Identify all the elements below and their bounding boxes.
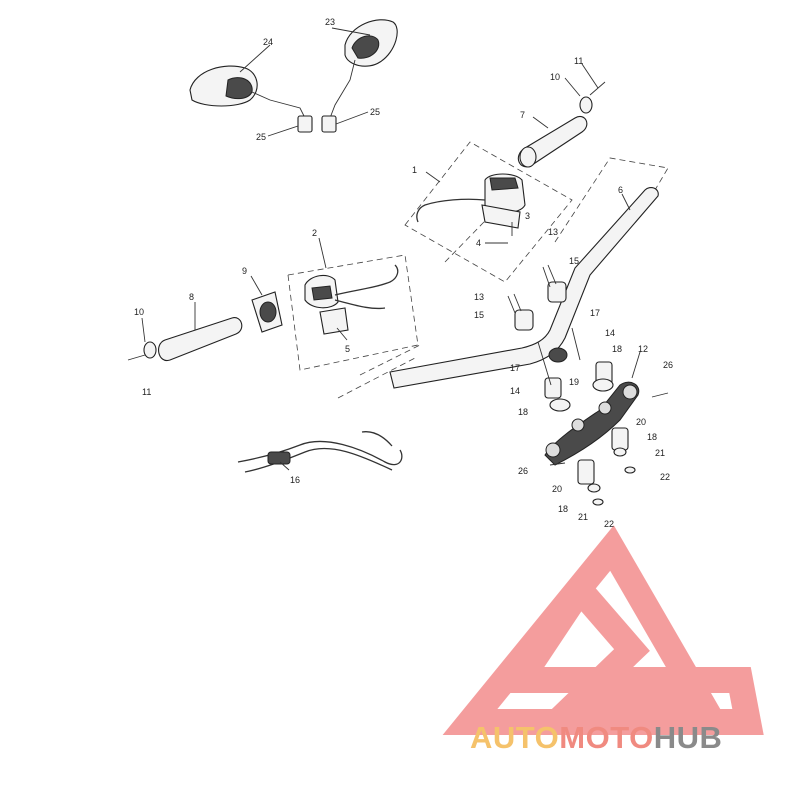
bar-end-weight-right bbox=[579, 96, 593, 114]
label-20-right: 20 bbox=[636, 417, 646, 427]
bar-end-weight-left bbox=[143, 341, 157, 359]
watermark-word: AUTOMOTOHUB bbox=[470, 720, 722, 755]
bar-dash-outline bbox=[554, 157, 669, 243]
part-labels: 24 23 25 25 11 10 7 1 6 3 4 2 13 15 9 8 … bbox=[134, 17, 673, 529]
label-22-right: 22 bbox=[660, 472, 670, 482]
throttle-cables bbox=[237, 431, 403, 473]
label-1: 1 bbox=[412, 165, 417, 175]
watermark-logo: AUTOMOTOHUB bbox=[442, 525, 764, 755]
label-14-left: 14 bbox=[510, 386, 520, 396]
label-7: 7 bbox=[520, 110, 525, 120]
grip-left bbox=[158, 317, 243, 361]
label-14-right: 14 bbox=[605, 328, 615, 338]
label-11-top: 11 bbox=[574, 56, 583, 66]
label-24: 24 bbox=[263, 37, 273, 47]
bolts bbox=[485, 222, 669, 466]
switch-left bbox=[304, 264, 399, 335]
label-21-right: 21 bbox=[655, 448, 665, 458]
label-13-left: 13 bbox=[474, 292, 484, 302]
top-yoke bbox=[544, 381, 640, 466]
handlebar bbox=[389, 187, 659, 389]
label-10-left: 10 bbox=[134, 307, 144, 317]
throttle-tube bbox=[251, 291, 283, 333]
label-17-right: 17 bbox=[590, 308, 600, 318]
grip-right bbox=[517, 116, 588, 168]
label-21-bottom: 21 bbox=[578, 512, 588, 522]
label-15-left: 15 bbox=[474, 310, 484, 320]
label-26-left: 26 bbox=[518, 466, 528, 476]
upper-clamps bbox=[514, 281, 614, 412]
label-22-bottom: 22 bbox=[604, 519, 614, 529]
label-17-left: 17 bbox=[510, 363, 520, 373]
label-20-left: 20 bbox=[552, 484, 562, 494]
label-10-top: 10 bbox=[550, 72, 560, 82]
label-8: 8 bbox=[189, 292, 194, 302]
label-19: 19 bbox=[569, 377, 579, 387]
label-18-left: 18 bbox=[518, 407, 528, 417]
label-16: 16 bbox=[290, 475, 300, 485]
label-13-right: 13 bbox=[548, 227, 558, 237]
label-9: 9 bbox=[242, 266, 247, 276]
label-5: 5 bbox=[345, 344, 350, 354]
label-15-right: 15 bbox=[569, 256, 579, 266]
mirror-left bbox=[189, 65, 313, 133]
label-18-bottom: 18 bbox=[558, 504, 568, 514]
label-12: 12 bbox=[638, 344, 648, 354]
label-18-right: 18 bbox=[647, 432, 657, 442]
label-25-right: 25 bbox=[370, 107, 380, 117]
label-18-top: 18 bbox=[612, 344, 622, 354]
lower-risers bbox=[577, 427, 636, 506]
label-6: 6 bbox=[618, 185, 623, 195]
label-11-left: 11 bbox=[142, 387, 151, 397]
label-4: 4 bbox=[476, 238, 481, 248]
label-3: 3 bbox=[525, 211, 530, 221]
label-25-left: 25 bbox=[256, 132, 266, 142]
label-2: 2 bbox=[312, 228, 317, 238]
switch-box-left bbox=[287, 254, 419, 371]
switch-right bbox=[416, 173, 526, 229]
label-23: 23 bbox=[325, 17, 335, 27]
label-26-right: 26 bbox=[663, 360, 673, 370]
leader-lines bbox=[141, 27, 641, 471]
switch-box-right bbox=[404, 141, 573, 283]
mirror-right bbox=[321, 19, 398, 133]
